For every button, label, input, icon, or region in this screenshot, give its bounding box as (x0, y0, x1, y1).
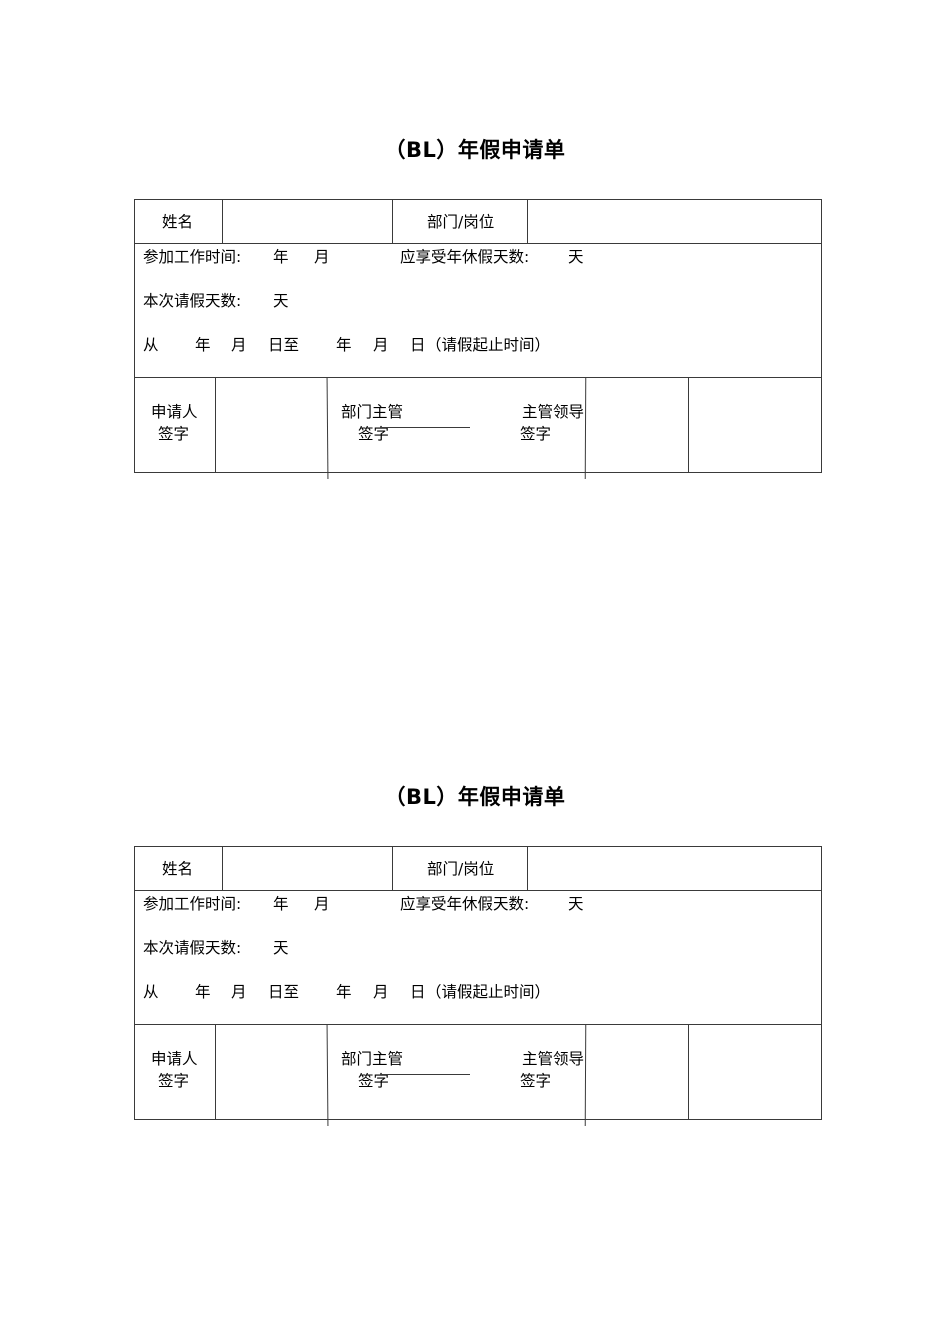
dept-head-sign-label: 签字 (358, 1072, 390, 1090)
name-label: 姓名 (162, 213, 194, 231)
applicant-signature-field[interactable] (216, 1025, 326, 1118)
form-title: （BL）年假申请单 (384, 138, 566, 162)
period-note: （请假起止时间） (426, 983, 551, 1001)
table-divider-row1 (134, 243, 822, 244)
leave-days-unit: 天 (273, 292, 289, 310)
dept-position-input[interactable] (528, 200, 820, 242)
dept-head-label: 部门主管 (341, 403, 404, 421)
entitled-days-unit: 天 (568, 248, 584, 266)
work-start-year: 年 (273, 895, 289, 913)
row1-divider-b (392, 199, 393, 243)
to-month: 月 (373, 983, 389, 1001)
to-year: 年 (336, 336, 352, 354)
work-start-label: 参加工作时间: (143, 895, 242, 913)
work-start-month: 月 (314, 895, 330, 913)
table-border-left (134, 846, 135, 1120)
to-day: 日 (410, 983, 426, 1001)
table-border-right (821, 846, 822, 1120)
leave-days-unit: 天 (273, 939, 289, 957)
to-month: 月 (373, 336, 389, 354)
name-input[interactable] (223, 847, 391, 889)
dept-head-signature-line (380, 427, 470, 428)
applicant-sign-label: 签字 (158, 1072, 190, 1090)
entitled-days-label: 应享受年休假天数: (400, 248, 530, 266)
period-note: （请假起止时间） (426, 336, 551, 354)
from-month: 月 (231, 983, 247, 1001)
dept-head-label: 部门主管 (341, 1050, 404, 1068)
dept-position-input[interactable] (528, 847, 820, 889)
form-title: （BL）年假申请单 (384, 785, 566, 809)
name-label: 姓名 (162, 860, 194, 878)
row3-divider-a (215, 377, 216, 472)
leader-label: 主管领导 (522, 1050, 585, 1068)
row3-divider-d (688, 1024, 689, 1119)
name-input[interactable] (223, 200, 391, 242)
from-year: 年 (195, 983, 211, 1001)
entitled-days-label: 应享受年休假天数: (400, 895, 530, 913)
to-day: 日 (410, 336, 426, 354)
dept-position-label: 部门/岗位 (427, 213, 495, 231)
row3-divider-d (688, 377, 689, 472)
table-border-bottom (134, 472, 822, 473)
table-border-left (134, 199, 135, 473)
leave-days-label: 本次请假天数: (143, 292, 242, 310)
row1-divider-b (392, 846, 393, 890)
row1-divider-c (527, 846, 528, 890)
table-divider-row2 (134, 377, 822, 378)
from-label: 从 (143, 336, 159, 354)
table-border-right (821, 199, 822, 473)
extra-signature-field[interactable] (689, 378, 820, 471)
work-start-label: 参加工作时间: (143, 248, 242, 266)
dept-head-signature-line (380, 1074, 470, 1075)
from-year: 年 (195, 336, 211, 354)
from-label: 从 (143, 983, 159, 1001)
applicant-signature-field[interactable] (216, 378, 326, 471)
leader-sign-label: 签字 (520, 1072, 552, 1090)
table-border-top (134, 199, 822, 200)
leave-form-2: （BL）年假申请单 姓名 部门/岗位 参加工作时间: 年 月 应享受年休假天数:… (0, 647, 950, 1127)
applicant-sign-label: 签字 (158, 425, 190, 443)
dept-position-label: 部门/岗位 (427, 860, 495, 878)
from-day-to: 日至 (268, 336, 300, 354)
table-border-bottom (134, 1119, 822, 1120)
work-start-year: 年 (273, 248, 289, 266)
extra-signature-field[interactable] (689, 1025, 820, 1118)
entitled-days-unit: 天 (568, 895, 584, 913)
row3-divider-b (326, 1023, 329, 1127)
to-year: 年 (336, 983, 352, 1001)
leader-signature-field[interactable] (586, 1025, 687, 1118)
from-month: 月 (231, 336, 247, 354)
leave-form-1: （BL）年假申请单 姓名 部门/岗位 参加工作时间: 年 月 应享受年休假天数:… (0, 0, 950, 480)
work-start-month: 月 (314, 248, 330, 266)
applicant-label: 申请人 (151, 403, 198, 421)
applicant-label: 申请人 (151, 1050, 198, 1068)
table-divider-row2 (134, 1024, 822, 1025)
table-divider-row1 (134, 890, 822, 891)
row3-divider-b (326, 376, 329, 480)
dept-head-sign-label: 签字 (358, 425, 390, 443)
from-day-to: 日至 (268, 983, 300, 1001)
leader-label: 主管领导 (522, 403, 585, 421)
row1-divider-c (527, 199, 528, 243)
row1-divider-a (222, 846, 223, 890)
row1-divider-a (222, 199, 223, 243)
table-border-top (134, 846, 822, 847)
leader-signature-field[interactable] (586, 378, 687, 471)
leave-days-label: 本次请假天数: (143, 939, 242, 957)
leader-sign-label: 签字 (520, 425, 552, 443)
row3-divider-a (215, 1024, 216, 1119)
